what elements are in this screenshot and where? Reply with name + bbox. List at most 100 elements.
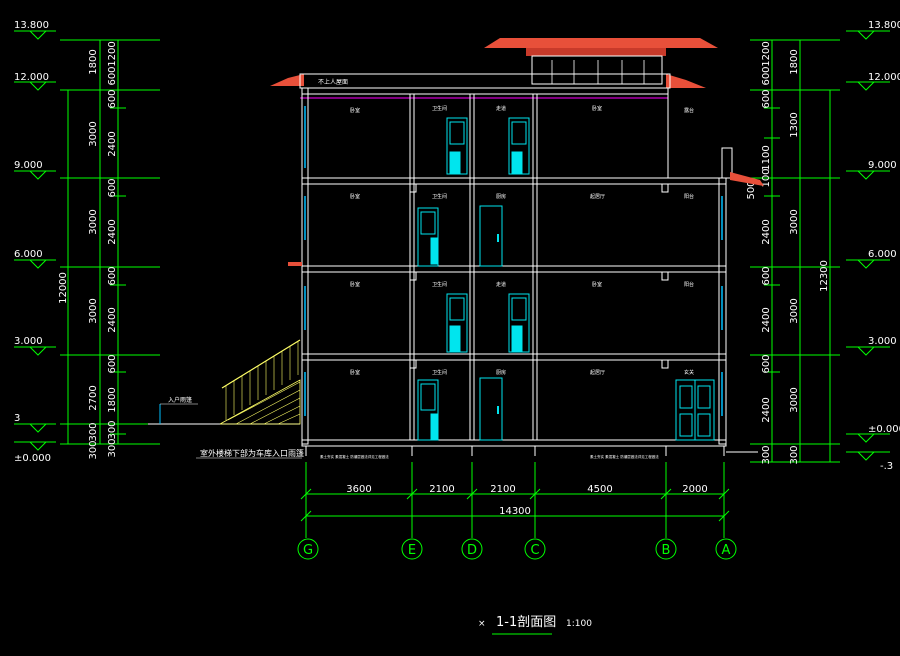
slab-note-right: 素土夯实 素混凝土 防潮层做法详见工程做法	[590, 454, 659, 459]
left-outer-dim: 2700	[88, 385, 99, 410]
right-total-dim: 12300	[819, 260, 830, 292]
left-level-labels: 13.800 12.000 9.000 6.000 3.000 3 ±0.000	[14, 20, 51, 464]
room-label: 卧室	[592, 105, 602, 112]
right-eave	[666, 74, 706, 88]
room-label: 起居厅	[590, 194, 605, 200]
left-inner-dim: 2400	[107, 219, 118, 244]
room-label: 厨房	[496, 193, 506, 200]
room-label: 走道	[496, 281, 506, 288]
slab-note-left: 素土夯实 素混凝土 防潮层做法详见工程做法	[320, 454, 389, 459]
left-inner-dim: 600	[107, 66, 118, 85]
right-inner-dim: 300	[761, 445, 772, 464]
room-label: 走道	[496, 105, 506, 112]
axis-label: A	[722, 543, 731, 558]
right-outer-dim: 1800	[789, 49, 800, 74]
building-structure	[148, 87, 763, 456]
right-outer-dim: 3000	[789, 298, 800, 323]
right-inner-dim: 2400	[761, 219, 772, 244]
room-label: 厨房	[496, 369, 506, 376]
drawing-scale: 1:100	[566, 619, 592, 629]
right-level-label: 12.000	[868, 72, 900, 83]
door-f3-kitchen	[479, 205, 503, 267]
bottom-dim: 4500	[587, 484, 612, 495]
right-inner-dim: 600	[761, 89, 772, 108]
room-label: 阳台	[684, 281, 694, 288]
axis-label: B	[662, 543, 671, 558]
left-outer-dim: 3000	[88, 209, 99, 234]
left-level-label: 3.000	[14, 336, 43, 347]
roof-lantern	[531, 55, 663, 85]
bottom-dim: 2100	[429, 484, 454, 495]
left-facade-windows	[304, 106, 723, 416]
left-inner-dim: 2400	[107, 307, 118, 332]
door-f1-bath	[417, 379, 439, 441]
right-inner-dim: 2400	[761, 397, 772, 422]
room-label: 卫生间	[432, 281, 447, 288]
left-inner-dim: 1800	[107, 387, 118, 412]
roof-tile-eave	[526, 48, 666, 56]
roof: 不上人屋面	[270, 38, 718, 99]
left-outer-dim: 300	[88, 422, 99, 441]
right-level-label: 3.000	[868, 336, 897, 347]
bottom-dimension-lines	[300, 462, 730, 538]
entrance-note: 入户雨篷	[168, 396, 192, 404]
room-label: 起居厅	[590, 370, 605, 376]
room-label: 卧室	[350, 193, 360, 200]
right-inner-dim: 1100	[761, 145, 772, 170]
right-inner-dim: 2400	[761, 307, 772, 332]
drawing-title: × 1-1剖面图 1:100	[478, 615, 592, 635]
bottom-dimension-texts: 3600 2100 2100 4500 2000 14300	[346, 484, 707, 517]
room-label: 卧室	[350, 281, 360, 288]
room-label: 卫生间	[432, 369, 447, 376]
right-inner-dim: 1200	[761, 41, 772, 66]
title-prefix: ×	[478, 619, 486, 629]
axis-label: E	[408, 543, 416, 558]
right-level-labels: 13.800 12.000 9.000 6.000 3.000 ±0.000 -…	[868, 20, 900, 472]
stair-handrail	[221, 339, 301, 389]
left-level-label: ±0.000	[14, 453, 51, 464]
left-level-label: 6.000	[14, 249, 43, 260]
left-level-label: 12.000	[14, 72, 49, 83]
room-label: 玄关	[684, 369, 694, 376]
bottom-dim: 3600	[346, 484, 371, 495]
right-outer-dim: 3000	[789, 387, 800, 412]
right-outer-dim: 3000	[789, 209, 800, 234]
left-inner-dim: 300	[107, 438, 118, 457]
roof-tile-top	[484, 38, 718, 48]
door-f1-kitchen	[479, 377, 503, 441]
room-label: 卧室	[350, 107, 360, 114]
room-label: 卫生间	[432, 105, 447, 112]
balcony-canopy-tile	[730, 172, 764, 186]
exterior-stair	[219, 339, 301, 425]
left-dimension-texts: 12000 1800 3000 3000 3000 2700 300 300 1…	[58, 41, 118, 459]
left-outer-dim: 300	[88, 440, 99, 459]
room-label: 卧室	[350, 369, 360, 376]
left-dimension-lines	[60, 39, 160, 445]
left-level-markers	[14, 30, 56, 451]
right-level-label: 13.800	[868, 20, 900, 31]
right-inner-dim: 100	[761, 168, 772, 187]
left-inner-dim: 1200	[107, 41, 118, 66]
room-label: 阳台	[684, 193, 694, 200]
right-level-markers	[846, 30, 890, 461]
left-eave	[270, 74, 304, 86]
right-inner-dim: 600	[761, 266, 772, 285]
axis-label: G	[303, 543, 313, 558]
left-inner-dim: 600	[107, 266, 118, 285]
left-inner-dim: 600	[107, 354, 118, 373]
left-level-label: 3	[14, 413, 20, 424]
bottom-total-dim: 14300	[499, 506, 531, 517]
axis-labels: G E D C B A	[303, 543, 731, 558]
bottom-dim: 2100	[490, 484, 515, 495]
right-level-label: 6.000	[868, 249, 897, 260]
room-label: 露台	[684, 107, 694, 114]
axis-label: D	[467, 543, 477, 558]
mid-ledge	[288, 262, 302, 266]
left-outer-dim: 3000	[88, 121, 99, 146]
room-label: 卫生间	[432, 193, 447, 200]
right-dimension-texts: 500 1200 600 600 1100 100 2400 600 2400 …	[746, 41, 830, 464]
right-outer-dim: 300	[789, 445, 800, 464]
right-outer-dim: 1300	[789, 112, 800, 137]
left-inner-dim: 600	[107, 89, 118, 108]
